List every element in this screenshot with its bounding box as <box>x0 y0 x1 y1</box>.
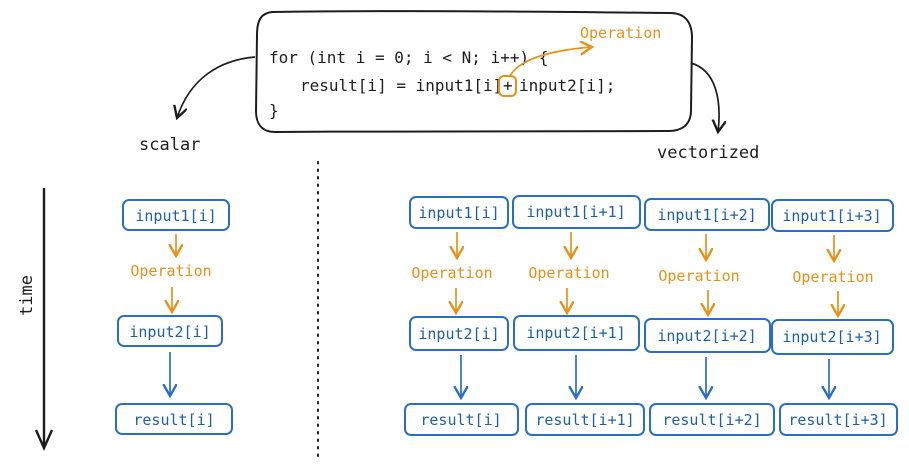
time-label: time <box>17 275 37 316</box>
code-box-border <box>254 10 694 134</box>
vector-input1-box-1 <box>512 195 641 229</box>
vectorized-label: vectorized <box>657 143 759 163</box>
vector-lane-0: input1[i] Operation input2[i] result[i] <box>404 196 519 436</box>
vector-operation-label-1: Operation <box>528 264 609 282</box>
vector-input2-label-2: input2[i+2] <box>657 327 756 345</box>
operation-callout-arrow <box>509 47 592 77</box>
vector-input1-box-3 <box>771 199 894 232</box>
scalar-input2-label: input2[i] <box>129 323 210 341</box>
code-line-2-operator: + <box>503 76 513 95</box>
vector-input2-label-0: input2[i] <box>418 325 499 343</box>
vector-result-box-0 <box>404 403 519 436</box>
vector-input2-box-1 <box>513 315 640 351</box>
vector-input1-label-2: input1[i+2] <box>657 206 756 224</box>
vector-operation-label-2: Operation <box>658 267 739 285</box>
code-line-2-suffix: input2[i]; <box>519 76 615 95</box>
scalar-input2-box <box>117 315 223 347</box>
vector-input2-box-0 <box>409 316 509 351</box>
vector-result-label-1: result[i+1] <box>535 411 634 429</box>
vector-input1-label-1: input1[i+1] <box>526 203 625 221</box>
vector-lane-1: input1[i+1] Operation input2[i+1] result… <box>512 195 645 436</box>
code-line-2-prefix: result[i] = input1[i] <box>300 76 502 95</box>
vector-input1-box-2 <box>644 198 770 231</box>
operation-callout-label: Operation <box>580 24 661 42</box>
vector-result-box-3 <box>779 403 898 436</box>
scalar-label: scalar <box>139 135 200 155</box>
vector-result-label-2: result[i+2] <box>662 411 761 429</box>
code-block: for (int i = 0; i < N; i++) { result[i] … <box>254 10 694 134</box>
vector-input1-label-0: input1[i] <box>418 204 499 222</box>
vector-input2-box-3 <box>771 319 894 355</box>
scalar-arrow <box>177 56 256 118</box>
scalar-column: input1[i] Operation input2[i] result[i] <box>115 199 233 435</box>
vector-operation-label-3: Operation <box>792 268 873 286</box>
vector-result-label-0: result[i] <box>420 411 501 429</box>
vector-input2-label-1: input2[i+1] <box>526 324 625 342</box>
vector-lane-2: input1[i+2] Operation input2[i+2] result… <box>644 198 775 436</box>
scalar-operation-label: Operation <box>130 262 211 280</box>
vector-input2-box-2 <box>644 318 771 353</box>
vector-result-label-3: result[i+3] <box>788 411 887 429</box>
vectorized-arrow <box>690 62 719 132</box>
scalar-input1-label: input1[i] <box>135 207 216 225</box>
vector-result-box-2 <box>649 403 775 436</box>
vector-operation-label-0: Operation <box>411 264 492 282</box>
operator-highlight <box>498 75 517 97</box>
time-arrow-head <box>34 429 54 451</box>
scalar-input1-box <box>122 199 230 231</box>
code-line-1: for (int i = 0; i < N; i++) { <box>269 48 548 67</box>
code-line-3: } <box>269 101 279 120</box>
scalar-result-label: result[i] <box>133 411 214 429</box>
vector-lane-3: input1[i+3] Operation input2[i+3] result… <box>771 199 898 436</box>
vector-input2-label-3: input2[i+3] <box>782 328 881 346</box>
scalar-result-box <box>115 403 233 435</box>
vector-input1-box-0 <box>409 196 509 229</box>
vector-input1-label-3: input1[i+3] <box>782 207 881 225</box>
vector-result-box-1 <box>525 403 645 436</box>
